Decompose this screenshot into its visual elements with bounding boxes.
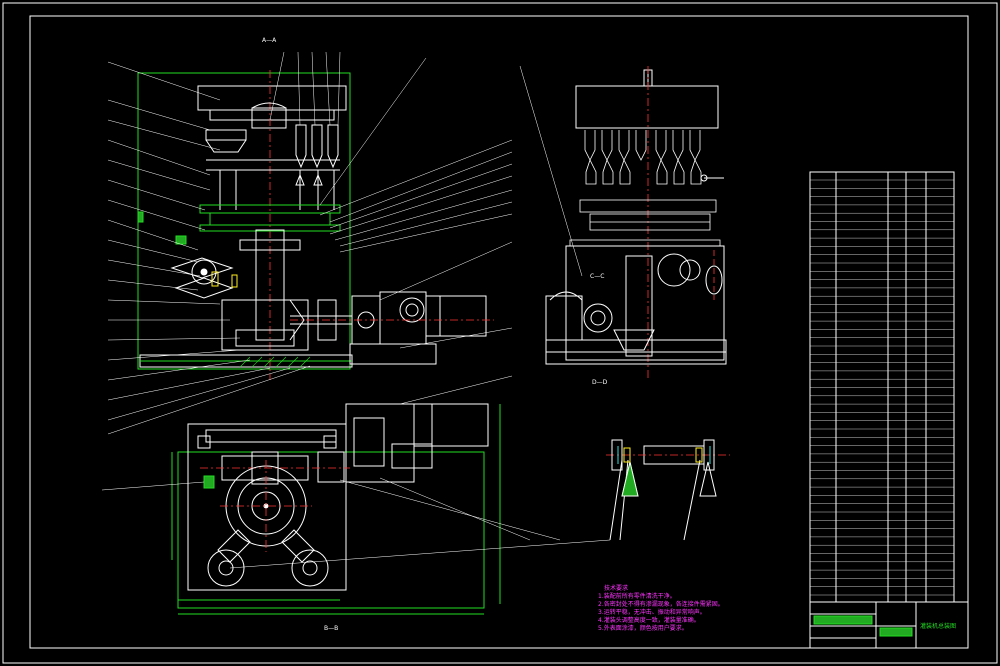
tech-req-line-2: 2.各密封处不得有渗漏现象，各连接件需紧固。 <box>598 600 724 608</box>
parts-list-table <box>809 171 955 603</box>
detail-view <box>606 439 730 541</box>
drawing-title: 灌装机总装图 <box>920 622 956 630</box>
section-label-a-a: A—A <box>262 37 277 44</box>
section-label-b-b: B—B <box>324 625 338 632</box>
star-wheel-left <box>170 257 234 299</box>
tech-req-heading: 技术要求 <box>604 584 628 592</box>
side-view-leader <box>519 65 583 277</box>
plan-star-wheels <box>207 529 329 587</box>
plan-leader-lines <box>101 375 611 569</box>
technical-requirements: 技术要求 1.装配前所有零件清洗干净。 2.各密封处不得有渗漏现象，各连接件需紧… <box>598 584 724 632</box>
title-block: 灌装机总装图 <box>809 601 969 649</box>
tech-req-line-5: 5.外表面涂漆，颜色按用户要求。 <box>598 624 688 632</box>
filling-heads <box>205 102 340 210</box>
tech-req-line-4: 4.灌装头调整高度一致，灌装量准确。 <box>598 616 700 624</box>
leader-lines-right <box>269 51 513 349</box>
tech-req-line-3: 3.运转平稳，无冲击、振动和异常响声。 <box>598 608 706 616</box>
plan-view: B—B <box>171 403 501 632</box>
main-section-view: A—A <box>137 37 494 380</box>
tech-req-line-1: 1.装配前所有零件清洗干净。 <box>598 592 676 600</box>
side-view: C—C D—D <box>545 66 727 386</box>
leader-lines-left <box>107 61 311 435</box>
drive-train-front <box>290 291 494 365</box>
sheet-inner-border <box>29 15 969 649</box>
section-label-d-d: D—D <box>592 379 608 386</box>
section-label-c-c: C—C <box>590 273 604 280</box>
